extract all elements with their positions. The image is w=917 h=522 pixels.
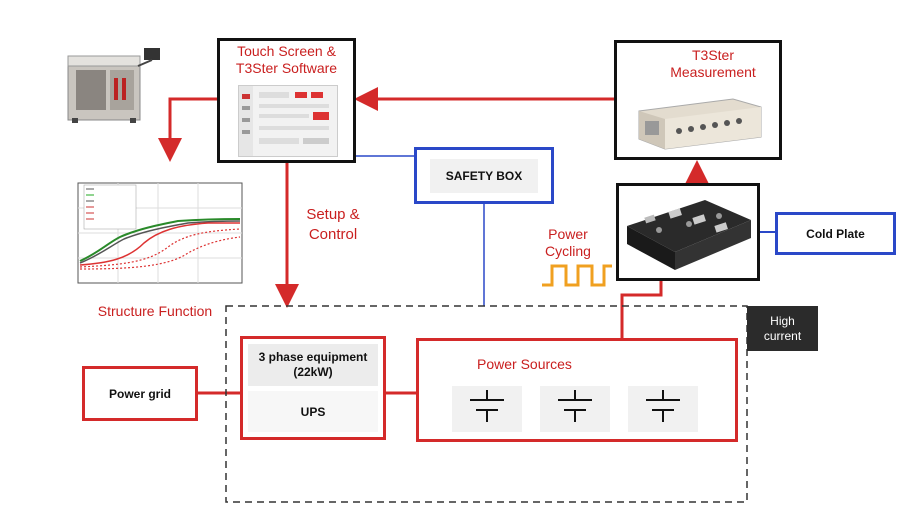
power-source-3 [628, 386, 698, 432]
ups-label: UPS [300, 404, 326, 419]
t3ster-device-image [635, 89, 765, 151]
tester-machine-image [62, 48, 162, 124]
safety-box-label: SAFETY BOX [445, 168, 523, 183]
high-current-label: High current [763, 313, 802, 343]
power-sources-title: Power Sources [477, 356, 572, 372]
three-phase-label: 3 phase equipment (22kW) [258, 350, 368, 379]
cold-plate-box: Cold Plate [775, 212, 896, 255]
high-current-badge: High current [747, 306, 818, 351]
equipment-ups-box: 3 phase equipment (22kW) UPS [240, 336, 386, 440]
safety-box: SAFETY BOX [414, 147, 554, 204]
power-grid-label: Power grid [108, 386, 171, 401]
battery-icon [646, 390, 680, 422]
structure-function-label: Structure Function [97, 303, 213, 319]
power-cycling-wave-icon [542, 264, 612, 287]
high-current-enclosure [225, 305, 748, 503]
software-screenshot-image [238, 85, 338, 157]
three-phase-panel: 3 phase equipment (22kW) [248, 344, 378, 386]
setup-control-label: Setup & Control [306, 206, 360, 243]
cold-plate-label: Cold Plate [806, 226, 865, 241]
battery-icon [470, 390, 504, 422]
safety-box-inner: SAFETY BOX [430, 158, 538, 193]
ups-panel: UPS [248, 391, 378, 432]
t3ster-measurement-box: T3Ster Measurement [614, 40, 782, 160]
t3ster-measurement-title: T3Ster Measurement [670, 47, 756, 80]
power-module-box [616, 183, 760, 281]
touch-screen-box: Touch Screen & T3Ster Software [217, 38, 356, 163]
arrow-touchscreen-to-structure [158, 97, 217, 162]
touch-screen-title: Touch Screen & T3Ster Software [235, 43, 338, 76]
igbt-module-image [627, 200, 751, 270]
power-source-1 [452, 386, 522, 432]
power-sources-box: Power Sources [416, 338, 738, 442]
power-source-2 [540, 386, 610, 432]
power-grid-box: Power grid [82, 366, 198, 421]
structure-function-chart-image [58, 173, 248, 298]
power-cycling-label: Power Cycling [538, 226, 616, 260]
power-cycling-text: Power Cycling [545, 226, 591, 259]
battery-icon [558, 390, 592, 422]
